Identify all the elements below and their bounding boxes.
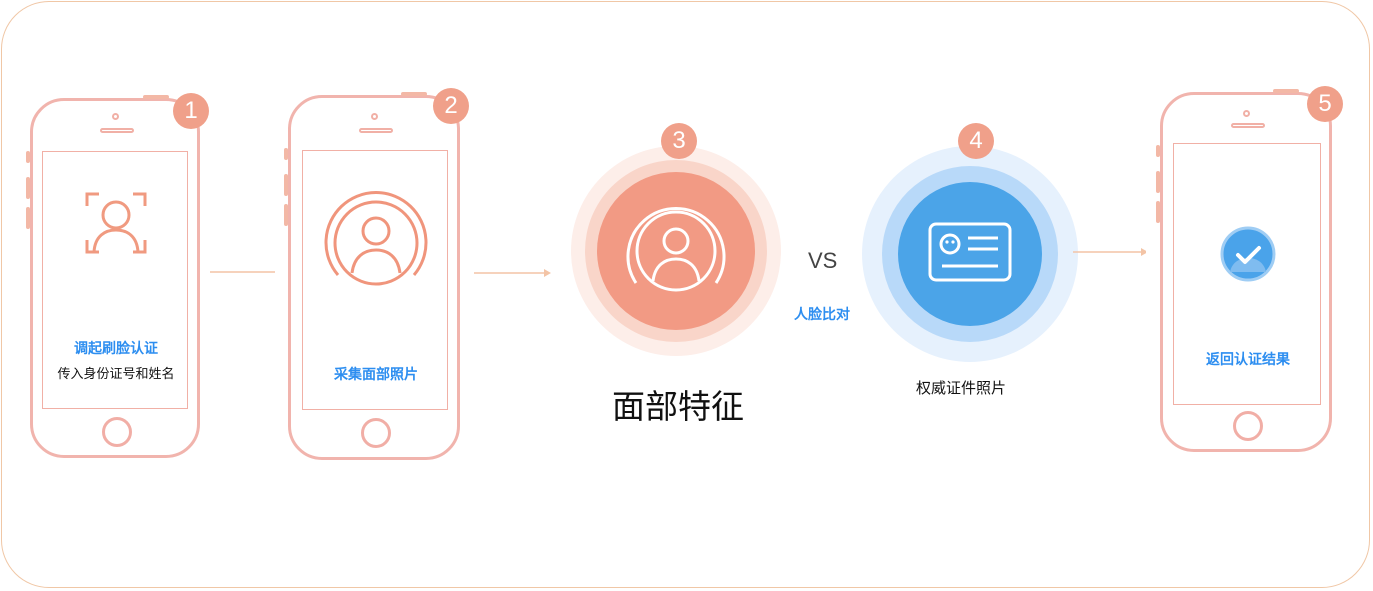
phone-step-2: 采集面部照片 <box>284 92 460 460</box>
phone-screen: 返回认证结果 <box>1173 143 1321 405</box>
phone-speaker <box>100 128 134 133</box>
step-4-badge: 4 <box>958 123 994 159</box>
step-2-badge: 2 <box>433 88 469 124</box>
phone-volume-button <box>26 151 30 163</box>
id-card-icon <box>928 222 1012 282</box>
face-scan-icon <box>85 192 147 254</box>
step-2-title: 采集面部照片 <box>334 367 418 383</box>
step-1-subtitle: 传入身份证号和姓名 <box>57 367 175 382</box>
phone-volume-button <box>284 204 288 226</box>
phone-volume-button <box>1156 171 1160 193</box>
phone-screen: 采集面部照片 <box>302 150 448 410</box>
phone-volume-button <box>284 174 288 196</box>
phone-speaker <box>1231 123 1265 128</box>
check-badge-icon <box>1220 226 1276 282</box>
phone-camera <box>1243 110 1250 117</box>
phone-volume-button <box>1156 145 1160 157</box>
phone-camera <box>112 113 119 120</box>
phone-step-1: 调起刷脸认证 传入身份证号和姓名 <box>26 95 200 458</box>
step-1-title: 调起刷脸认证 <box>74 341 158 357</box>
phone-home-button <box>1233 411 1263 441</box>
face-feature-label: 面部特征 <box>612 387 744 426</box>
face-feature-inner-ring <box>597 172 755 330</box>
flow-arrow-3 <box>1073 248 1148 256</box>
phone-step-5: 返回认证结果 <box>1156 89 1332 452</box>
phone-volume-button <box>284 148 288 160</box>
phone-volume-button <box>1156 201 1160 223</box>
phone-home-button <box>361 418 391 448</box>
step-5-panel: 返回认证结果 <box>1146 82 1352 460</box>
step-5-badge: 5 <box>1307 86 1343 122</box>
step-5-title: 返回认证结果 <box>1206 352 1290 368</box>
phone-speaker <box>359 128 393 133</box>
id-photo-label: 权威证件照片 <box>916 379 1007 397</box>
phone-power-button <box>143 95 169 99</box>
step-3-badge: 3 <box>661 123 697 159</box>
phone-power-button <box>1273 89 1299 93</box>
step-1-badge: 1 <box>173 93 209 129</box>
id-card-inner-ring <box>898 182 1042 326</box>
phone-volume-button <box>26 177 30 199</box>
phone-home-button <box>102 417 132 447</box>
phone-power-button <box>401 92 427 96</box>
phone-camera <box>371 113 378 120</box>
comparison-panel: VS 人脸比对 面部特征 权威证件照片 <box>564 114 1096 426</box>
phone-screen: 调起刷脸认证 传入身份证号和姓名 <box>42 151 188 409</box>
face-capture-icon <box>324 191 428 286</box>
step-1-panel: 调起刷脸认证 传入身份证号和姓名 <box>22 88 210 480</box>
step-2-panel: 采集面部照片 <box>275 83 475 473</box>
vs-label: VS <box>808 248 838 273</box>
face-feature-icon <box>626 206 726 292</box>
phone-volume-button <box>26 207 30 229</box>
face-compare-label: 人脸比对 <box>794 307 850 323</box>
flow-arrow-2 <box>474 269 551 277</box>
